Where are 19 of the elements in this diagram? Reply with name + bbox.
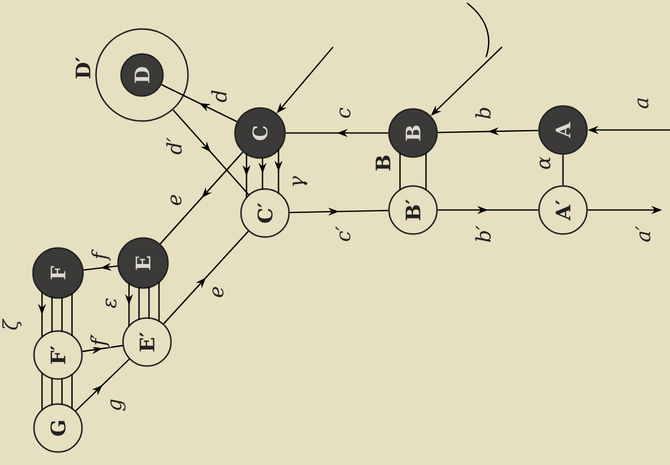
edge-label: α xyxy=(538,154,552,172)
edge-label: c′ xyxy=(334,224,352,244)
arrow xyxy=(75,358,130,412)
arrow xyxy=(160,152,244,244)
arrow xyxy=(161,84,238,122)
edge-label: ε xyxy=(104,296,118,310)
arrow xyxy=(163,230,249,324)
edge-label: e xyxy=(169,192,183,208)
edge-label: e xyxy=(211,284,225,300)
edge-label: f′ xyxy=(89,332,112,348)
edge-label: a′ xyxy=(634,224,652,244)
edge-label: γ xyxy=(291,174,309,190)
arrow xyxy=(172,109,250,195)
edge-label: g xyxy=(109,397,127,413)
edge-label: c xyxy=(338,106,352,120)
node-label: D′ xyxy=(76,57,90,78)
edge-label: a xyxy=(636,96,650,110)
edge-label: d′ xyxy=(164,136,184,156)
edge-label: b′ xyxy=(474,224,492,244)
